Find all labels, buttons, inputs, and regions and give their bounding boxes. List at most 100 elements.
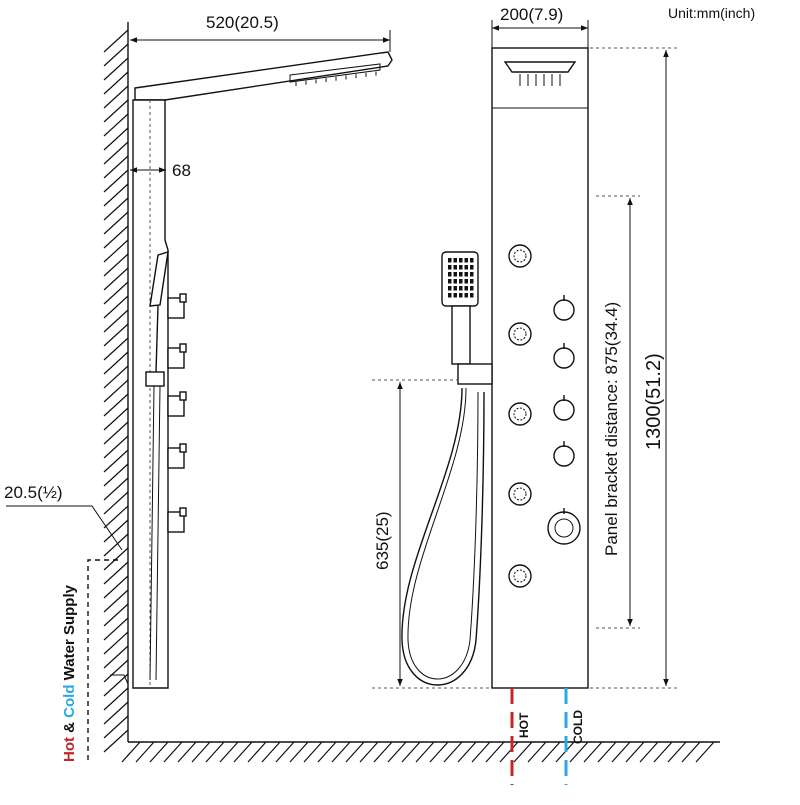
wall-hatch-stroke [103, 729, 129, 753]
floor-hatch-stroke [303, 741, 323, 763]
hs-nozzle [470, 265, 474, 270]
floor-hatch-stroke [177, 741, 197, 763]
wall-hatch-stroke [103, 351, 129, 375]
floor-hatch-stroke [527, 741, 547, 763]
wall-hatch-stroke [103, 183, 129, 207]
hand-shower-handle [451, 305, 471, 365]
floor-hatch-stroke [457, 741, 477, 763]
floor-hatch-stroke [331, 741, 351, 763]
hand-shower-holder-side [145, 371, 165, 387]
wall-hatch-stroke [103, 309, 129, 333]
hs-nozzle [459, 265, 463, 270]
water-supply-label: Hot & Cold Water Supply [61, 584, 78, 762]
wall-hatch-stroke [103, 687, 129, 711]
wall-hatch-stroke [103, 295, 129, 319]
floor-hatch-stroke [569, 741, 589, 763]
nozzle-marks [295, 71, 377, 86]
diverter-knob [547, 511, 581, 545]
floor-hatch-stroke [247, 741, 267, 763]
wall-hatch-stroke [103, 407, 129, 431]
wall-hatch-stroke [103, 141, 129, 165]
hs-nozzle [459, 272, 463, 277]
hs-nozzle [464, 279, 468, 284]
cold-pipe-label: COLD [571, 710, 585, 744]
hs-nozzle [459, 293, 463, 298]
wall-hatch-stroke [103, 505, 129, 529]
front-view: 200(7.9) 635(25) Panel bracket distan [372, 5, 680, 785]
floor-hatch-stroke [695, 741, 715, 763]
wall-hatch-stroke [103, 617, 129, 641]
rain-head-front [503, 61, 577, 73]
panel-front [491, 47, 589, 689]
side-knob [167, 511, 185, 533]
hs-nozzle [453, 265, 457, 270]
supply-pipe-dashed [87, 559, 118, 760]
hose-front-outer [401, 387, 485, 686]
body-jet-inner [513, 487, 527, 501]
wall-hatch-stroke [103, 197, 129, 221]
hs-nozzle [464, 293, 468, 298]
floor-hatch-stroke [485, 741, 505, 763]
side-knob-cap [179, 391, 187, 401]
wall-hatch-stroke [103, 491, 129, 515]
wall-hatch-stroke [103, 43, 129, 67]
floor-hatch-stroke [681, 741, 701, 763]
hs-nozzle [464, 286, 468, 291]
side-knob [167, 447, 185, 469]
wall-hatch-stroke [103, 449, 129, 473]
body-jet-inner [513, 249, 527, 263]
hs-nozzle [448, 293, 452, 298]
unit-note: Unit:mm(inch) [668, 5, 755, 21]
floor-hatch-stroke [345, 741, 365, 763]
wall-hatch-stroke [103, 155, 129, 179]
floor-hatch-stroke [513, 741, 533, 763]
hs-nozzle [464, 258, 468, 263]
floor-hatch-stroke [667, 741, 687, 763]
floor-hatch-stroke [289, 741, 309, 763]
handshower-height-label: 635(25) [373, 511, 392, 570]
hose-side-2 [155, 385, 161, 681]
wall-hatch-stroke [103, 225, 129, 249]
rest-words: Water Supply [61, 584, 78, 684]
hose-front-inner [407, 387, 479, 680]
side-knob-cap [179, 343, 187, 353]
wall-hatch-stroke [103, 645, 129, 669]
wall-hatch-stroke [103, 211, 129, 235]
wall-hatch-stroke [103, 435, 129, 459]
wall-hatch-stroke [103, 99, 129, 123]
wall-hatch-stroke [103, 239, 129, 263]
hs-nozzle [448, 286, 452, 291]
hand-shower-bracket [457, 363, 493, 385]
wall-hatch-stroke [103, 477, 129, 501]
wall-hatch-stroke [103, 421, 129, 445]
hot-word: Hot [61, 737, 78, 762]
front-knob [553, 445, 575, 467]
body-jet-inner [513, 407, 527, 421]
wall-hatch-stroke [103, 575, 129, 599]
front-knob [553, 347, 575, 369]
hs-nozzle [448, 258, 452, 263]
floor-hatch-stroke [583, 741, 603, 763]
wall-hatch-stroke [103, 85, 129, 109]
wall-hatch-stroke [103, 701, 129, 725]
floor-hatch-stroke [121, 741, 141, 763]
floor-hatch-stroke [275, 741, 295, 763]
wall-hatch-stroke [103, 57, 129, 81]
body-jet [508, 322, 532, 346]
floor-hatch-stroke [471, 741, 491, 763]
wall-hatch-stroke [103, 379, 129, 403]
floor-hatch-stroke [205, 741, 225, 763]
pipe-size-label: 20.5(½) [4, 483, 63, 502]
hot-pipe-label: HOT [517, 712, 531, 738]
hs-nozzle [459, 258, 463, 263]
floor-hatch-stroke [373, 741, 393, 763]
wall-hatch-stroke [103, 519, 129, 543]
floor-hatch-stroke [653, 741, 673, 763]
hs-nozzle [470, 293, 474, 298]
hs-nozzle [470, 258, 474, 263]
front-knob [553, 399, 575, 421]
wall-hatch-stroke [103, 393, 129, 417]
hs-nozzle [459, 286, 463, 291]
side-knob-cap [179, 443, 187, 453]
